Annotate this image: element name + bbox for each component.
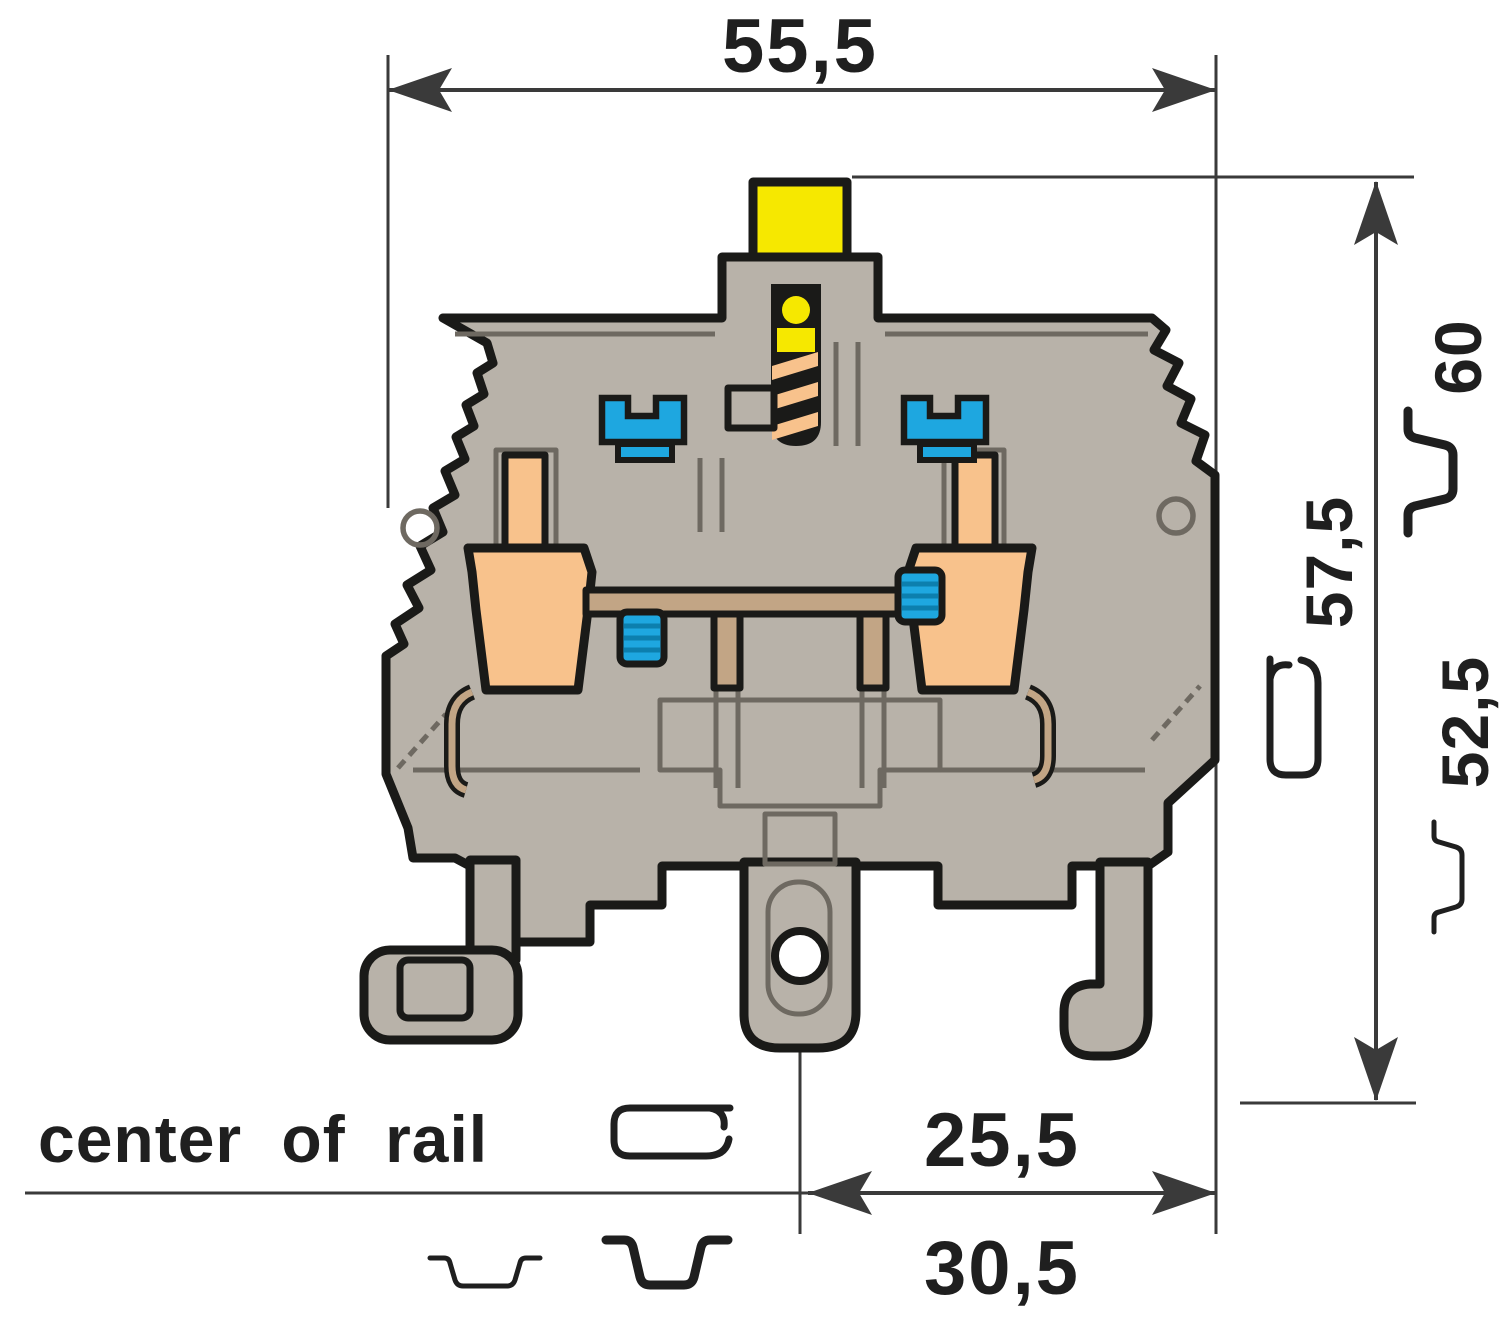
center-screw-head [782, 296, 810, 324]
rail-mounting-hole [771, 927, 829, 985]
terminal-block [359, 177, 1220, 1061]
right-contact-pin [951, 451, 999, 555]
left-contact-hook-copper [448, 688, 474, 794]
g-rail-icon [1266, 655, 1322, 779]
arrow-right-icon [1152, 68, 1216, 112]
shallow-rail-icon [1431, 819, 1465, 935]
right-clamp-screw [894, 566, 946, 626]
left-clamp-screw [616, 608, 668, 668]
top-hat-rail-icon [1403, 406, 1458, 538]
offset-30-5-label: 30,5 [924, 1226, 1080, 1311]
right-contact-hook-copper [1026, 688, 1052, 784]
height-57-5-label: 57,5 [1292, 496, 1366, 628]
left-foot-notch [396, 956, 474, 1022]
shallow-rail-icon [427, 1255, 543, 1289]
right-clamp-bar [917, 441, 977, 463]
left-contact-body [463, 543, 597, 695]
height-60-label: 60 [1421, 319, 1495, 394]
arrow-up-icon [1354, 181, 1398, 245]
center-screw-thread [772, 352, 818, 440]
housing-inner-lines [396, 331, 1202, 1017]
center-screw-neck [777, 328, 815, 352]
screw-side-block [724, 384, 778, 432]
top-hat-rail-icon [601, 1235, 733, 1290]
dimension-lines: 55,5 60 57,5 52,5 25,5 30,5 center of ra… [25, 4, 1500, 1311]
arrow-down-icon [1354, 1037, 1398, 1101]
arrow-left-icon [388, 68, 452, 112]
left-clamp-bar [615, 441, 675, 463]
left-contact-pin [501, 451, 549, 555]
center-screw [724, 284, 821, 446]
arrow-left-icon [808, 1171, 872, 1215]
top-width-label: 55,5 [722, 4, 878, 89]
busbar-left-leg [710, 608, 744, 692]
clamp-parts [598, 394, 990, 668]
left-foot-leg [465, 855, 521, 965]
test-tap [748, 177, 852, 265]
arrow-right-icon [1152, 1171, 1216, 1215]
offset-25-5-label: 25,5 [924, 1098, 1080, 1183]
busbar-right-leg [856, 608, 890, 692]
g-rail-icon [610, 1104, 734, 1160]
height-52-5-label: 52,5 [1428, 656, 1500, 788]
right-foot [1059, 857, 1153, 1061]
center-of-rail-label: center of rail [38, 1102, 488, 1176]
